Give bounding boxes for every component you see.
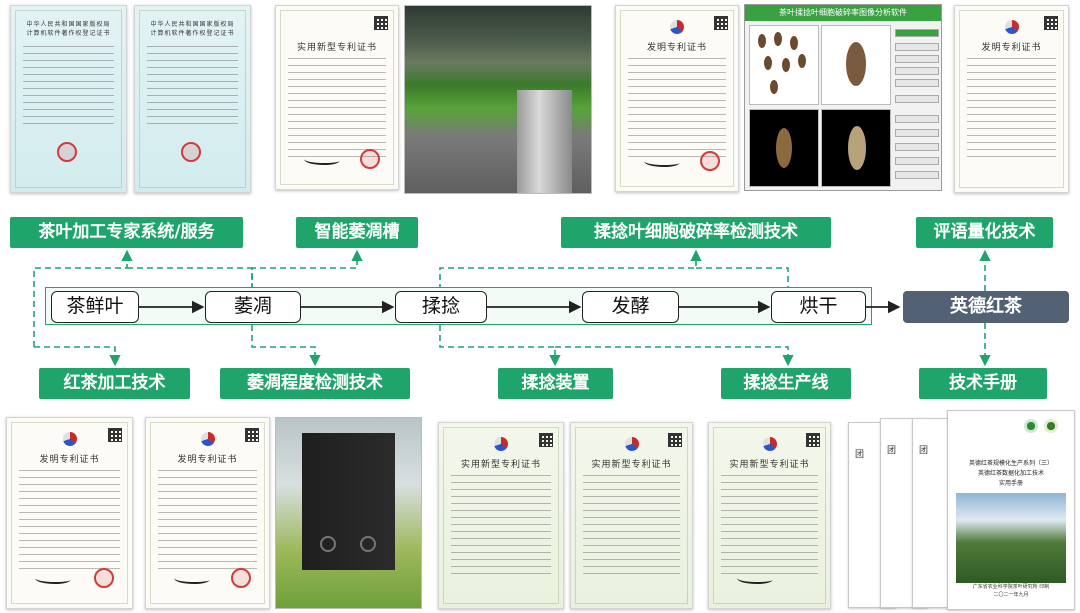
qr-code-icon <box>539 433 553 447</box>
qr-code-icon <box>108 428 122 442</box>
patent-office-logo-icon <box>670 20 684 34</box>
qr-code-icon <box>245 428 259 442</box>
label-black-tea-tech: 红茶加工技术 <box>39 368 190 399</box>
patent-office-logo-icon <box>62 432 77 446</box>
software-title: 茶叶揉捻叶细胞破碎率图像分析软件 <box>745 5 941 21</box>
certificate-title: 实用新型专利证书 <box>729 460 810 470</box>
seal-icon <box>360 149 380 169</box>
label-quantification: 评语量化技术 <box>916 217 1053 248</box>
qr-code-icon <box>668 433 682 447</box>
certificate-title: 发明专利证书 <box>646 43 707 53</box>
label-rolling-device: 揉捻装置 <box>498 368 613 399</box>
label-tech-manual: 技术手册 <box>919 368 1047 399</box>
flow-step-rolling: 揉捻 <box>395 291 487 323</box>
certificate-title: 发明专利证书 <box>177 455 238 465</box>
withering-trough-photo <box>404 5 592 194</box>
manual-side-char: 团 <box>919 446 929 456</box>
label-rolling-line: 揉捻生产线 <box>721 368 851 399</box>
flow-final-product: 英德红茶 <box>903 291 1069 323</box>
certificate-title: 中华人民共和国国家版权局 计算机软件著作权登记证书 <box>26 21 111 37</box>
seal-icon <box>231 568 251 588</box>
certificate-title: 实用新型专利证书 <box>460 460 541 470</box>
certificate-title: 发明专利证书 <box>981 43 1042 53</box>
patent-office-logo-icon <box>762 437 777 451</box>
seal-icon <box>700 151 720 171</box>
qr-code-icon <box>1044 16 1058 30</box>
certificate-title: 发明专利证书 <box>39 455 100 465</box>
flow-step-drying: 烘干 <box>771 291 866 323</box>
invention-patent-certificate-withering: 发明专利证书 <box>145 417 270 609</box>
flow-step-fresh-leaf: 茶鲜叶 <box>51 291 139 323</box>
manual-cover-photo <box>956 493 1066 583</box>
label-expert-system: 茶叶加工专家系统/服务 <box>10 217 243 248</box>
flow-step-fermentation: 发酵 <box>582 291 679 323</box>
patent-office-logo-icon <box>624 437 639 451</box>
seal-icon <box>94 568 114 588</box>
invention-patent-certificate-black-tea: 发明专利证书 <box>6 417 133 609</box>
patent-office-logo-icon <box>1004 20 1019 34</box>
patent-office-logo-icon <box>494 437 508 451</box>
label-withering-detection: 萎凋程度检测技术 <box>220 368 410 399</box>
institute-logo-icon <box>1044 419 1058 433</box>
software-copyright-certificate-2: 中华人民共和国国家版权局 计算机软件著作权登记证书 <box>134 5 251 193</box>
invention-patent-certificate-quantification: 发明专利证书 <box>954 5 1069 193</box>
utility-patent-certificate-top: 实用新型专利证书 <box>275 5 399 190</box>
software-copyright-certificate-1: 中华人民共和国国家版权局 计算机软件著作权登记证书 <box>10 5 127 193</box>
manual-cover-org: 广东省农业科学院茶叶研究所 印制 二〇二一年九月 <box>972 584 1050 598</box>
certificate-title: 实用新型专利证书 <box>296 43 377 53</box>
label-rolling-cell-detection: 揉捻叶细胞破碎率检测技术 <box>561 217 831 248</box>
manual-side-char: 团 <box>855 450 865 460</box>
qr-code-icon <box>806 433 820 447</box>
manual-cover-title: 英德红茶规模化生产系列（三） 英德红茶数据化加工技术 实用手册 <box>968 460 1053 487</box>
certificate-title: 中华人民共和国国家版权局 计算机软件著作权登记证书 <box>150 21 235 37</box>
utility-patent-certificate-rolling-1: 实用新型专利证书 <box>438 422 564 609</box>
patent-office-logo-icon <box>200 432 215 446</box>
withering-detection-machine-photo <box>275 417 422 609</box>
invention-patent-certificate-top: 发明专利证书 <box>615 5 739 192</box>
software-screenshot: 茶叶揉捻叶细胞破碎率图像分析软件 <box>744 4 942 191</box>
manual-cover: 英德红茶规模化生产系列（三） 英德红茶数据化加工技术 实用手册 广东省农业科学院… <box>947 410 1075 610</box>
flow-step-withering: 萎凋 <box>205 291 301 323</box>
qr-code-icon <box>374 16 388 30</box>
qr-code-icon <box>714 16 728 30</box>
label-withering-trough: 智能萎凋槽 <box>296 217 418 248</box>
utility-patent-certificate-rolling-line: 实用新型专利证书 <box>708 422 831 609</box>
institute-logo-icon <box>1024 419 1038 433</box>
certificate-title: 实用新型专利证书 <box>591 460 672 470</box>
utility-patent-certificate-rolling-2: 实用新型专利证书 <box>570 422 693 609</box>
manual-side-char: 团 <box>887 446 897 456</box>
